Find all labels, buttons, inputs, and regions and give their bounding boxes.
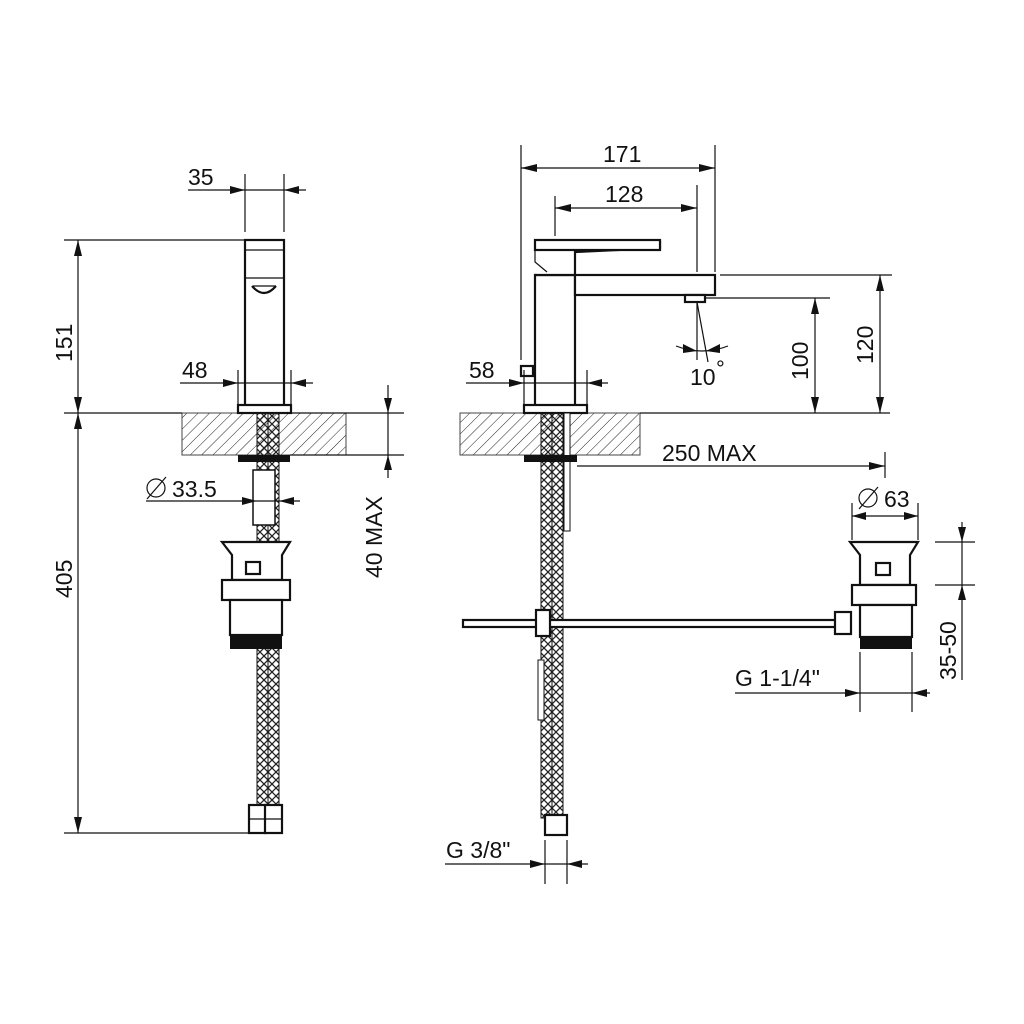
faucet-side-body [236,238,293,415]
dim-35: 35 [188,164,214,190]
hose-nut-right [543,813,569,837]
dim-128: 128 [605,181,643,207]
dim-171: 171 [603,141,641,167]
popup-rod [461,608,853,638]
dim-48: 48 [182,357,208,383]
diameter-icon [858,486,879,510]
dim-g-1-1-4: G 1-1/4" [735,665,820,691]
fixing-nut-right [524,455,577,462]
diameter-icon [146,476,167,500]
popup-waste-side [219,540,292,649]
dim-120: 120 [852,326,878,364]
hose-right-2 [551,412,564,819]
dim-35-50: 35-50 [935,621,961,680]
dim-10-deg: 10 [690,364,716,390]
dim-58: 58 [469,357,495,383]
dim-405: 405 [51,560,77,598]
dim-40-max: 40 MAX [361,496,387,578]
dim-100: 100 [787,342,813,380]
degree-symbol: ° [716,356,725,381]
dim-33-5: 33.5 [172,476,217,502]
faucet-front-body [519,238,717,415]
dim-250-max: 250 MAX [662,440,757,466]
dim-g-3-8: G 3/8" [446,837,510,863]
fixing-nut-left [238,455,290,462]
popup-waste-front [847,540,920,649]
side-view: 35 151 48 33.5 40 MAX [51,164,404,835]
dim-63: 63 [884,486,910,512]
front-view: 171 128 58 10 ° 100 120 [445,141,975,884]
dim-151: 151 [51,324,77,362]
